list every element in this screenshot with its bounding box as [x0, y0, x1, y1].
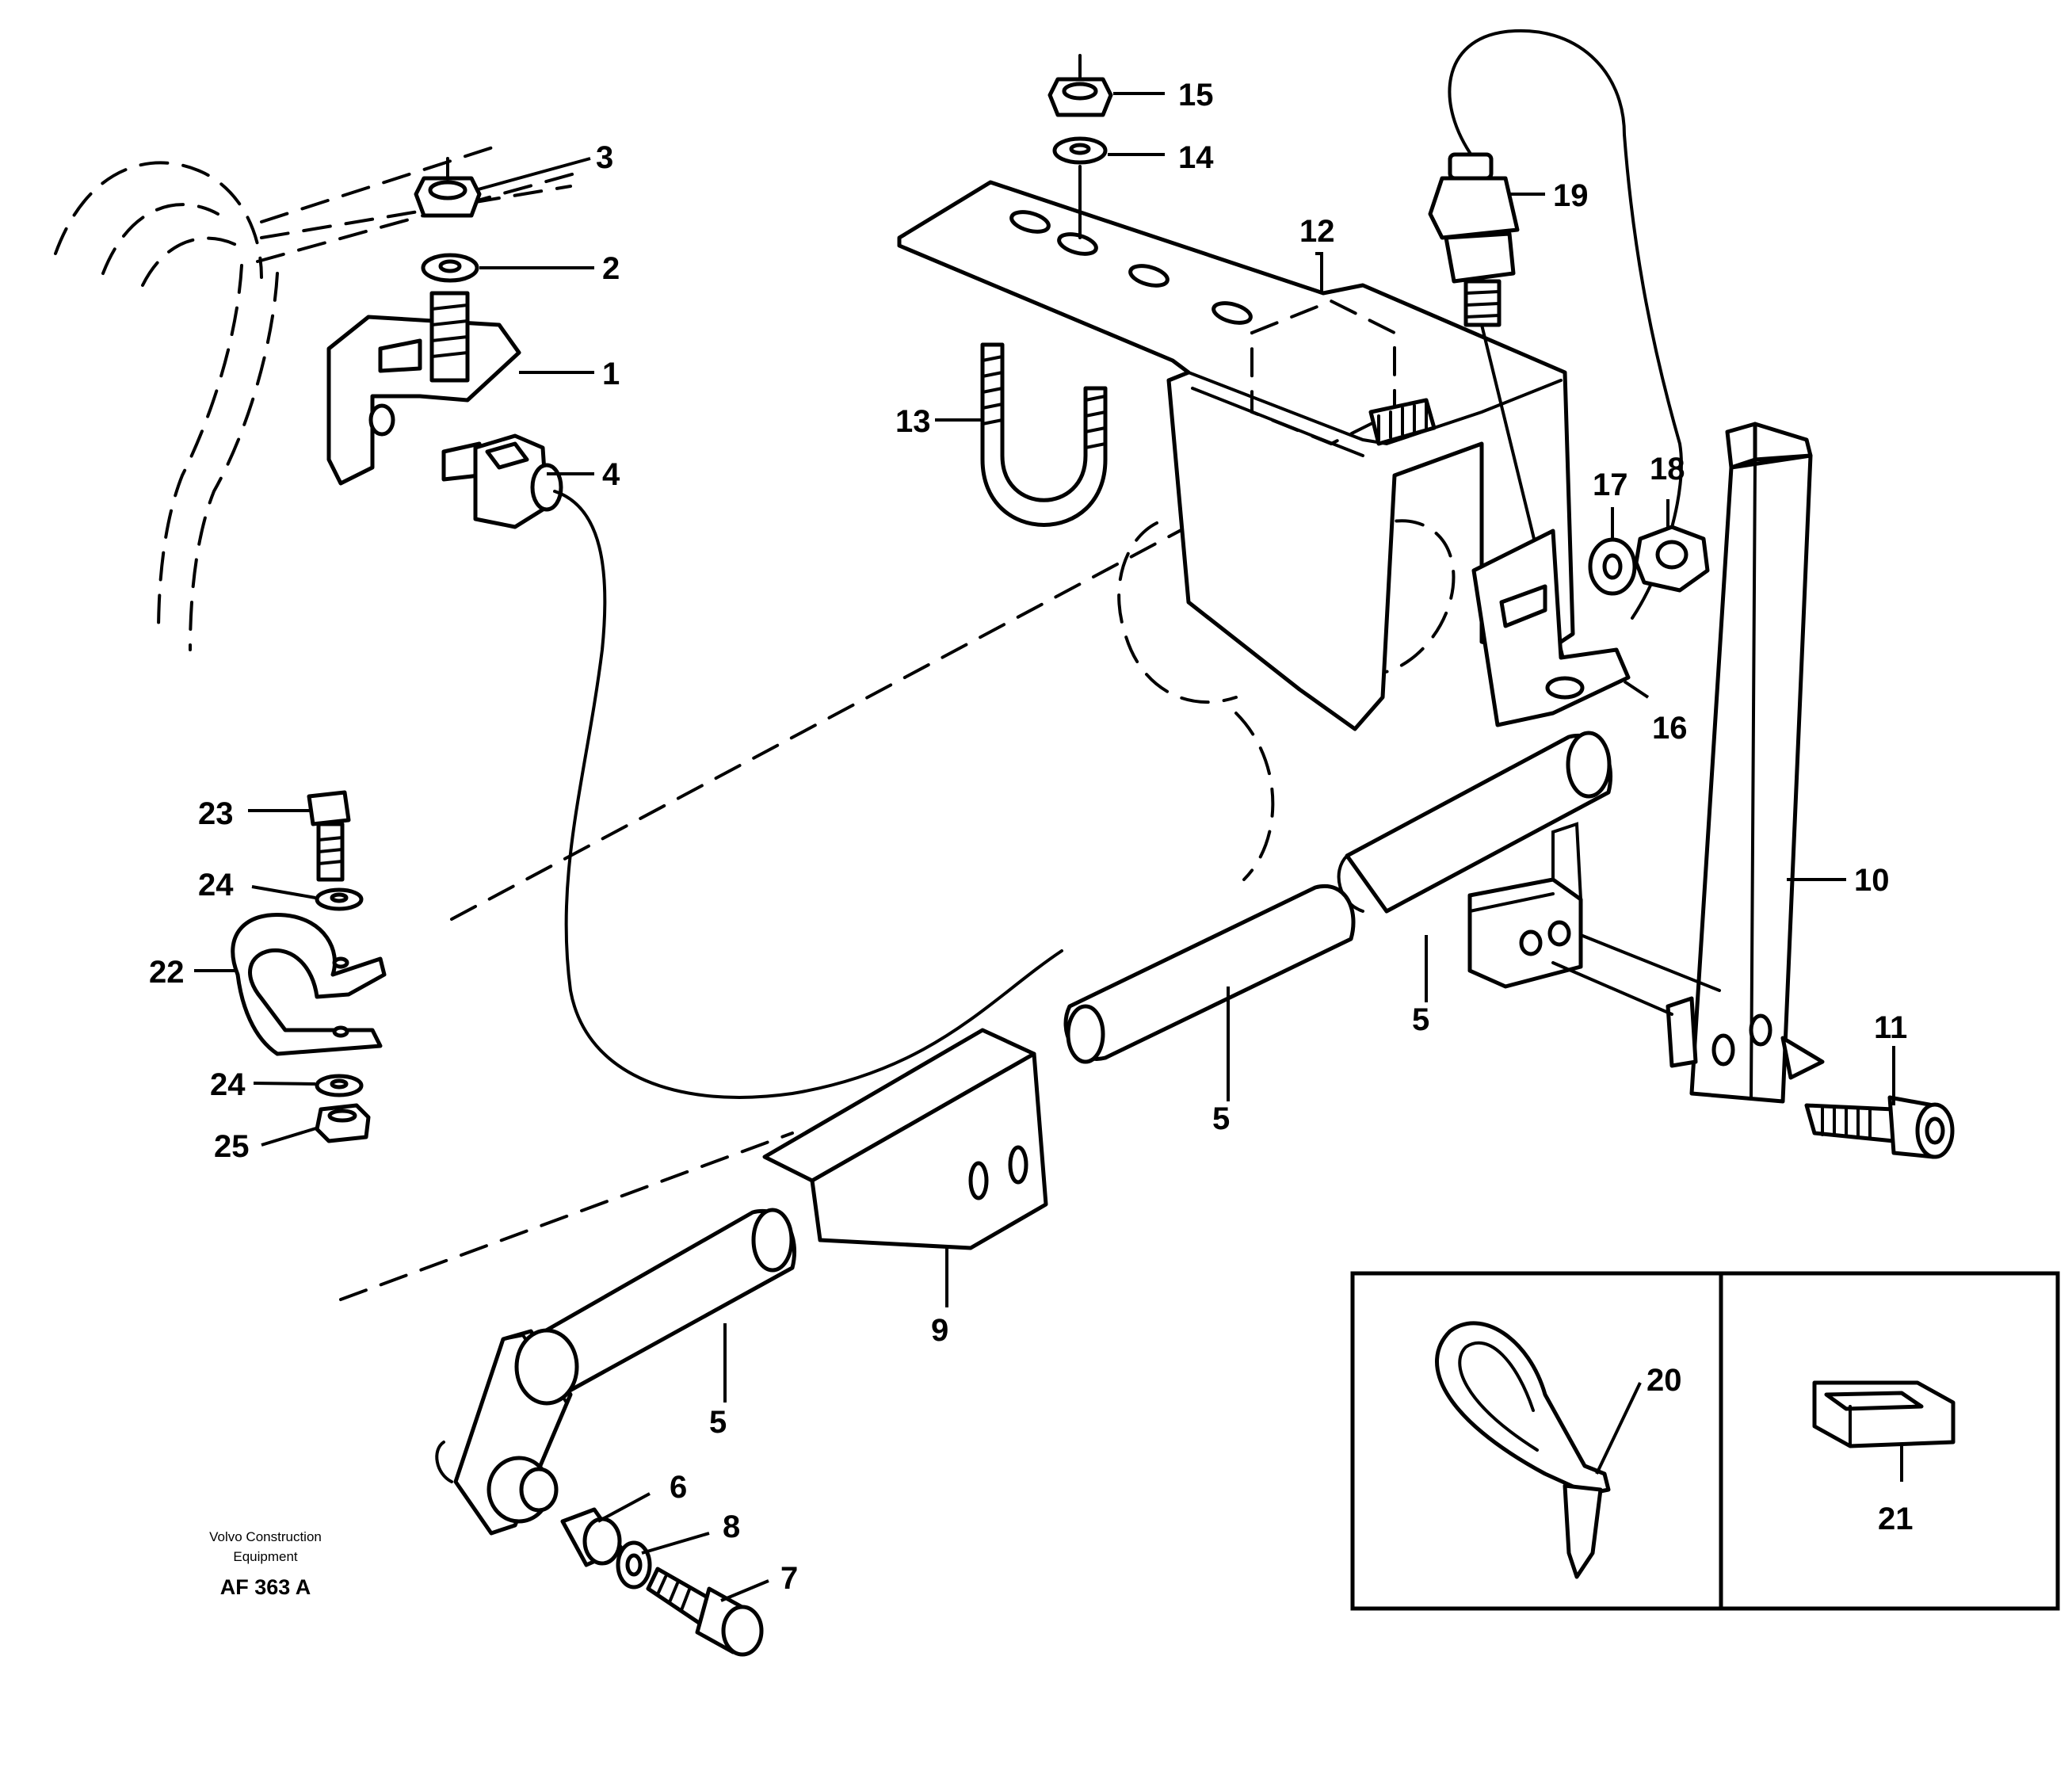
callout-7: 7 [780, 1561, 798, 1596]
u-bolt-part-13 [980, 342, 1108, 527]
bracket-part-12 [897, 180, 1575, 731]
callout-19: 19 [1553, 178, 1589, 213]
rod-part-5-middle [1063, 884, 1356, 1064]
nut-part-3 [414, 157, 482, 218]
callout-18: 18 [1650, 452, 1685, 487]
caption-company-line1: Volvo Construction [209, 1529, 322, 1544]
callout-9: 9 [931, 1313, 948, 1348]
rod-part-5-upper [1337, 731, 1613, 914]
nut-part-25 [315, 1103, 371, 1143]
callout-25: 25 [214, 1129, 250, 1164]
callout-21: 21 [1878, 1502, 1914, 1536]
callout-23: 23 [198, 796, 234, 831]
bushing-part-6 [560, 1507, 624, 1567]
callout-8: 8 [723, 1509, 740, 1544]
washer-part-14 [1052, 136, 1108, 239]
mounting-block [1467, 822, 1721, 1016]
sensor-part-19 [1428, 29, 1683, 683]
callout-15: 15 [1178, 78, 1214, 113]
callout-13: 13 [895, 404, 931, 439]
rod-part-5-lower [528, 1208, 797, 1397]
callout-17: 17 [1593, 468, 1628, 502]
drawing-reference: AF 363 A [220, 1575, 311, 1599]
nut-part-18 [1634, 525, 1710, 593]
callout-10: 10 [1854, 863, 1890, 898]
washer-part-2 [421, 253, 479, 283]
callout-14: 14 [1178, 140, 1214, 175]
callout-4: 4 [602, 457, 620, 492]
bracket-part-9 [762, 1028, 1048, 1250]
washer-part-24-upper [315, 887, 364, 911]
bracket-part-1 [326, 291, 521, 486]
screw-part-11 [1804, 1095, 1955, 1159]
caption-company-line2: Equipment [233, 1549, 298, 1564]
washer-part-17 [1588, 537, 1637, 596]
washer-part-24-lower [315, 1074, 364, 1097]
leader-lines [194, 92, 1903, 1602]
diagram-caption: Volvo Construction Equipment AF 363 A [209, 1529, 322, 1599]
callout-22: 22 [149, 955, 185, 990]
callout-2: 2 [602, 251, 620, 286]
callout-24-lower: 24 [210, 1067, 246, 1102]
callout-1: 1 [602, 357, 620, 391]
cable-tie-part-20 [1435, 1321, 1611, 1579]
nut-part-15 [1047, 54, 1113, 117]
callout-16: 16 [1652, 711, 1688, 746]
callout-labels: 1 2 3 4 5 5 5 6 7 8 9 10 11 12 13 14 15 … [149, 78, 1914, 1596]
tie-mount-part-21 [1812, 1380, 1956, 1448]
callout-11: 11 [1874, 1010, 1907, 1045]
bolt-part-7 [646, 1567, 764, 1657]
sensor-part-4 [441, 433, 1063, 1099]
lever-arm [435, 1328, 579, 1536]
bar-part-10 [1666, 422, 1825, 1104]
callout-5-middle: 5 [1212, 1101, 1230, 1136]
washer-part-8 [616, 1540, 652, 1590]
bolt-part-23 [307, 790, 351, 882]
callout-24-upper: 24 [198, 868, 234, 903]
callout-3: 3 [596, 140, 613, 175]
holder-part-16 [1471, 529, 1631, 727]
callout-6: 6 [670, 1470, 687, 1505]
callout-12: 12 [1299, 214, 1335, 249]
callout-5-lower: 5 [709, 1405, 727, 1440]
clamp-part-22 [231, 912, 387, 1056]
callout-5-upper: 5 [1412, 1002, 1429, 1037]
callout-20: 20 [1647, 1363, 1682, 1398]
